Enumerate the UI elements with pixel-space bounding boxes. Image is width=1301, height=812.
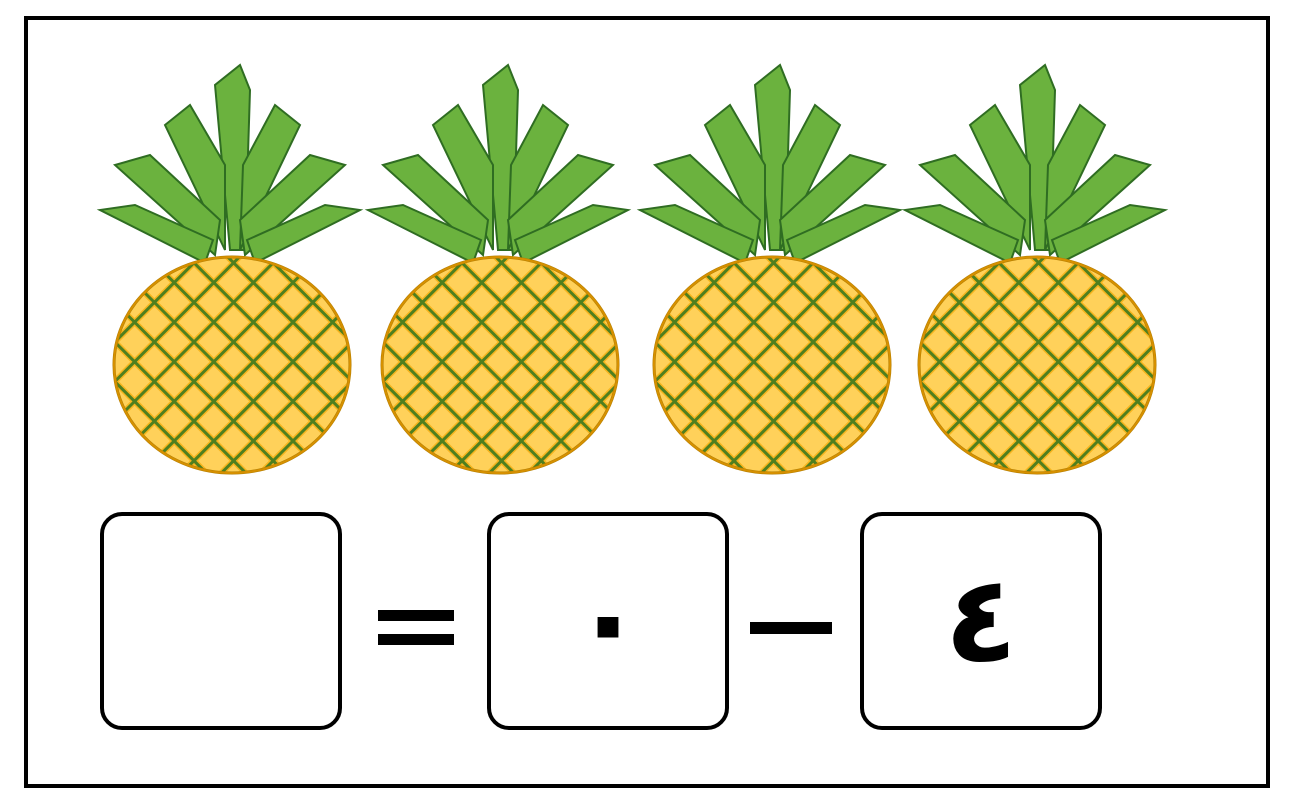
pineapple-image <box>635 45 905 475</box>
answer-box[interactable] <box>100 512 342 730</box>
pineapple-icon <box>901 63 1169 475</box>
pineapple-icon <box>364 63 632 475</box>
pineapple-image <box>363 45 633 475</box>
pineapple-icon <box>636 63 904 475</box>
pineapple-image <box>95 45 365 475</box>
equals-icon <box>378 610 454 646</box>
pineapple-icon <box>96 63 364 475</box>
equals-bar-top <box>378 610 454 621</box>
pineapple-image <box>900 45 1170 475</box>
first-number: ٤ <box>944 551 1018 690</box>
first-number-box: ٤ <box>860 512 1102 730</box>
minus-icon <box>750 622 832 634</box>
second-number: ٠ <box>571 551 645 690</box>
pineapple-row <box>95 45 1170 475</box>
second-number-box: ٠ <box>487 512 729 730</box>
equals-bar-bottom <box>378 634 454 645</box>
